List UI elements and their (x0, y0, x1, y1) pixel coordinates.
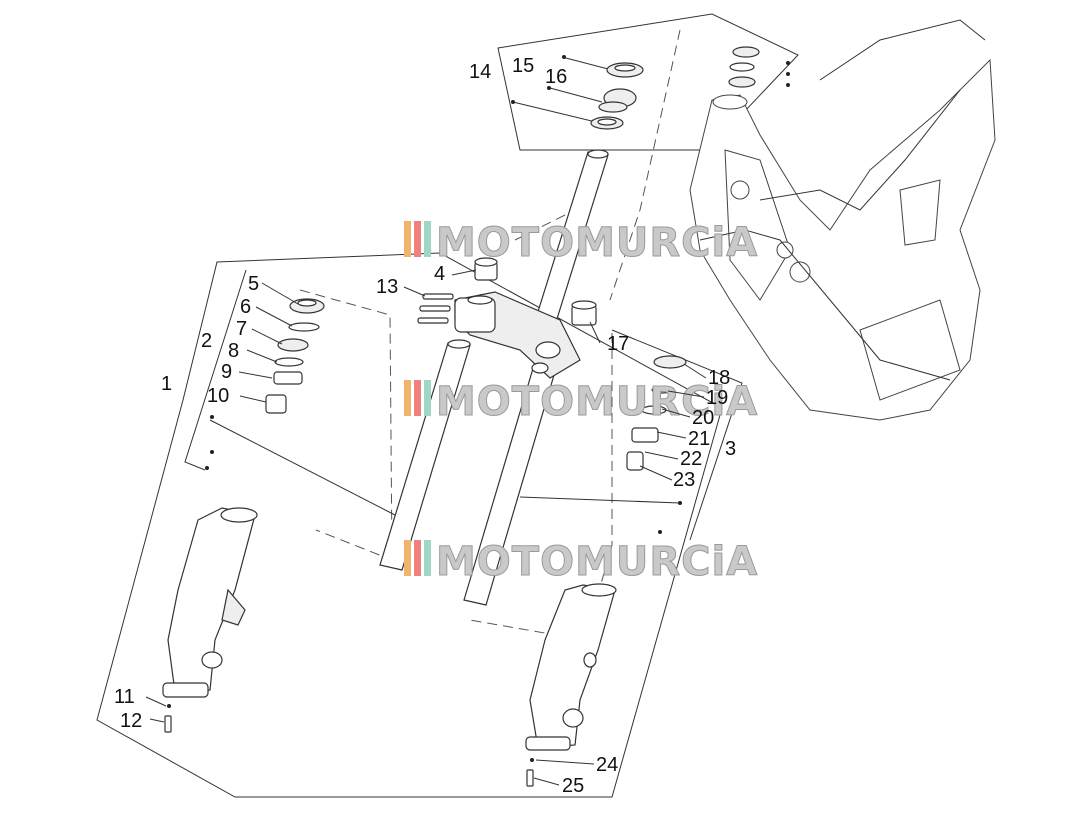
leader-5 (549, 87, 603, 103)
lower-triple-clamp (454, 291, 581, 379)
screw-11-12 (164, 715, 172, 733)
dashed-guide-left (299, 289, 393, 561)
label-3: 3 (725, 438, 736, 460)
label-7: 7 (236, 318, 247, 340)
left-stanchion-tube (379, 339, 471, 571)
label-23: 23 (673, 469, 695, 491)
right-cap-stack (626, 355, 687, 471)
watermark-bar-1 (404, 540, 411, 576)
bushing-4 (467, 257, 498, 305)
bolts-13 (417, 293, 454, 324)
label-1: 1 (161, 373, 172, 395)
label-11: 11 (114, 686, 135, 708)
label-13: 13 (376, 276, 398, 298)
watermark-bar-3 (424, 540, 431, 576)
label-24: 24 (596, 754, 618, 776)
screw-24-25 (526, 769, 534, 787)
watermark-text: MOTOMURCiA (436, 539, 758, 585)
leader-3 (512, 101, 601, 124)
watermark-text: MOTOMURCiA (436, 379, 758, 425)
label-18: 18 (708, 367, 730, 389)
left-fork-slider (162, 507, 258, 698)
scooter-frame (689, 19, 996, 421)
label-20: 20 (692, 407, 714, 429)
leader-4 (561, 56, 613, 71)
dashed-guide-frame (609, 29, 681, 301)
watermark-top: MOTOMURCiA (404, 220, 758, 267)
label-10: 10 (207, 385, 229, 407)
label-6: 6 (240, 296, 251, 318)
watermark-text: MOTOMURCiA (436, 220, 758, 266)
watermark-middle: MOTOMURCiA (404, 379, 758, 426)
label-19: 19 (706, 387, 728, 409)
watermark-bar-2 (414, 380, 421, 416)
label-leaders (145, 269, 707, 786)
left-leg-group-outline (184, 269, 247, 471)
watermark-bar-3 (424, 221, 431, 257)
label-8: 8 (228, 340, 239, 362)
label-4: 4 (434, 263, 445, 285)
label-17: 17 (607, 333, 629, 355)
left-cap-stack (265, 298, 325, 414)
label-16: 16 (545, 66, 567, 88)
leader-2 (519, 496, 681, 504)
bushing-17 (571, 300, 597, 326)
label-5: 5 (248, 273, 259, 295)
label-2: 2 (201, 330, 212, 352)
label-21: 21 (688, 428, 710, 450)
label-9: 9 (221, 361, 232, 383)
watermark-bar-1 (404, 380, 411, 416)
label-25: 25 (562, 775, 584, 797)
watermark-bar-1 (404, 221, 411, 257)
leader-1 (209, 419, 396, 516)
watermark-bar-2 (414, 221, 421, 257)
label-22: 22 (680, 448, 702, 470)
watermark-bar-2 (414, 540, 421, 576)
right-leg-group-outline (611, 329, 743, 541)
steering-bearing-group-outline (497, 13, 799, 151)
label-15: 15 (512, 55, 534, 77)
watermark-bottom: MOTOMURCiA (404, 539, 758, 586)
right-fork-slider (525, 583, 617, 751)
watermark-bar-3 (424, 380, 431, 416)
label-14: 14 (469, 61, 491, 83)
dot-markers (167, 55, 790, 762)
steering-bearing-set (590, 46, 760, 130)
label-12: 12 (120, 710, 142, 732)
